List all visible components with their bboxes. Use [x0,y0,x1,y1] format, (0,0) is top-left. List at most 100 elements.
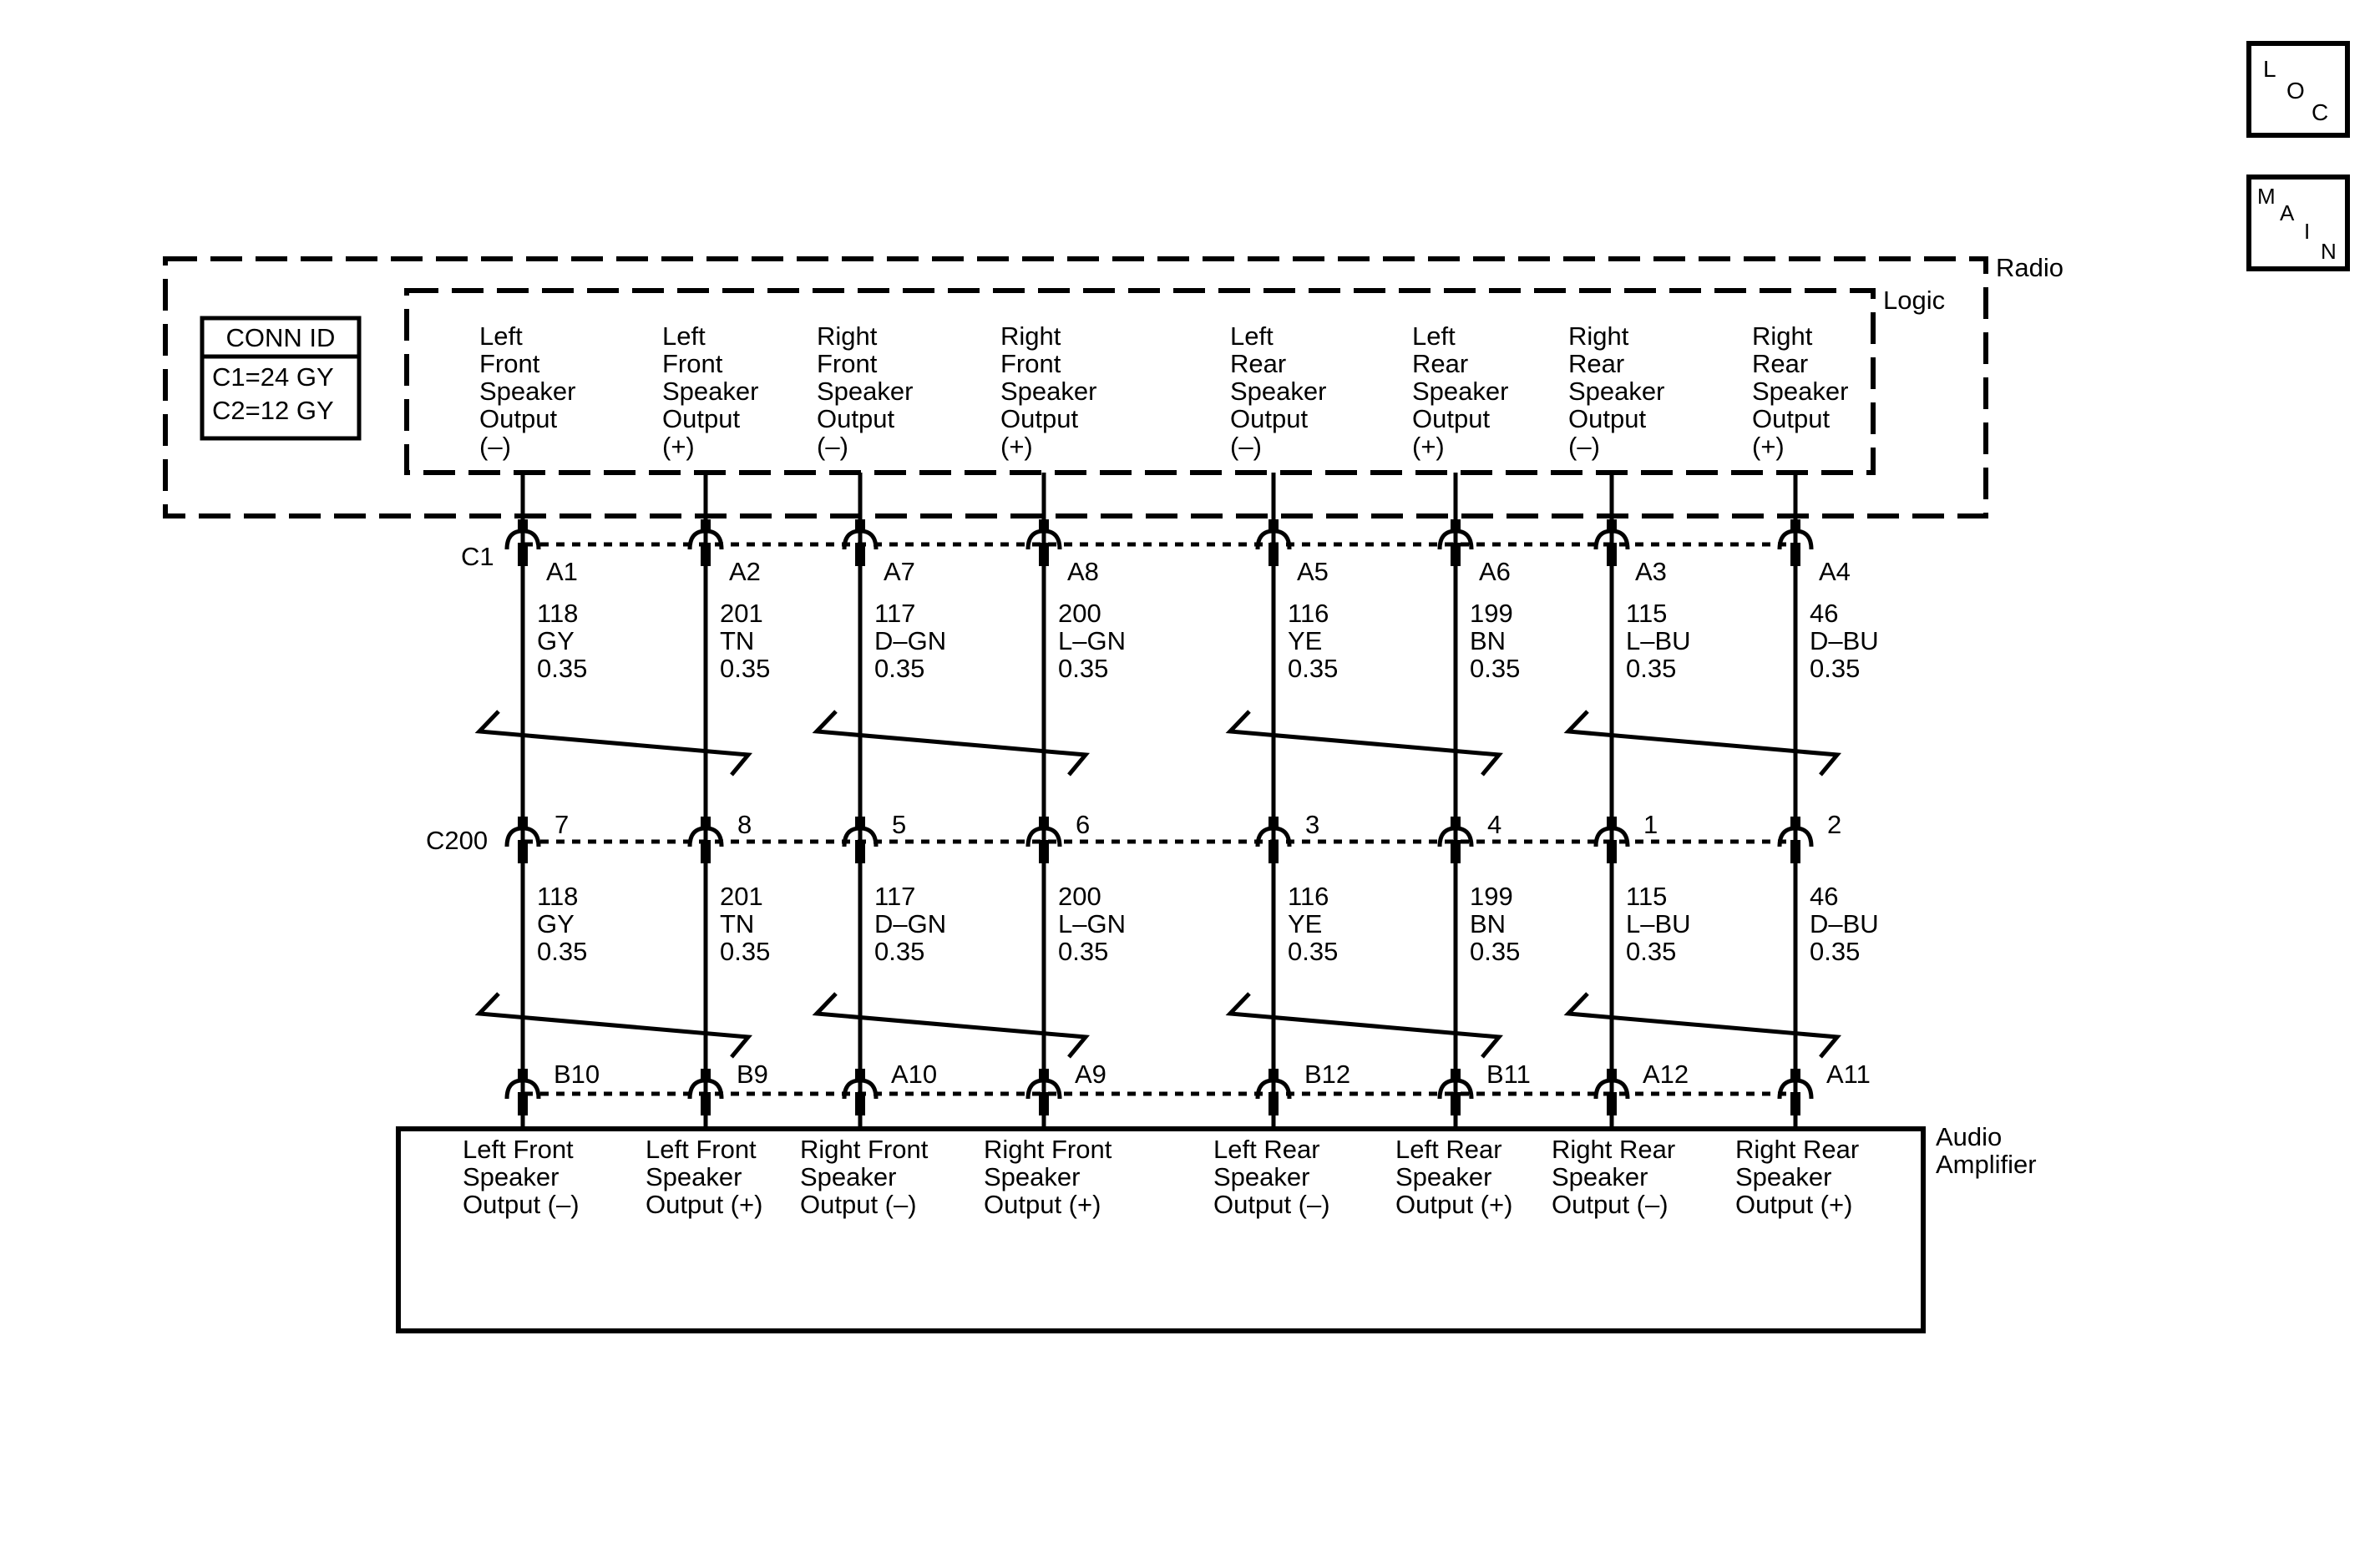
amplifier-output-label-line: Left Front [463,1135,574,1164]
amplifier-output-label-line: Speaker [1395,1162,1491,1191]
loc-letter-o: O [2286,78,2305,104]
loc-icon[interactable]: L O C [2246,41,2350,138]
amplifier-output-label-line: Speaker [1735,1162,1831,1191]
loc-letter-l: L [2263,56,2276,82]
c1-pin-label: A6 [1479,557,1511,586]
main-icon[interactable]: M A I N [2246,175,2350,271]
wire-circuit-number: 200 [1058,882,1101,911]
wire-gauge: 0.35 [1810,937,1860,966]
amplifier-output-label-line: Output (–) [463,1190,580,1219]
c1-pin-label: A5 [1297,557,1329,586]
c1-pin-label: A8 [1067,557,1099,586]
radio-label: Radio [1996,253,2064,282]
amplifier-output-label-line: Speaker [1213,1162,1309,1191]
radio-output-label-line: Right [1000,321,1061,351]
conn-id-line-1: C1=24 GY [212,362,334,392]
conn-id-table: CONN ID C1=24 GY C2=12 GY [200,316,362,441]
c200-connector-name: C200 [426,826,488,855]
radio-output-label-line: Output [1568,404,1646,433]
radio-output-label-line: (–) [1230,432,1262,461]
radio-output-label-line: Speaker [1752,377,1848,406]
wire-circuit-number: 116 [1288,599,1329,628]
wire-circuit-number: 115 [1626,882,1667,911]
radio-output-label-line: Front [1000,349,1061,378]
wire-gauge: 0.35 [537,937,587,966]
logic-boundary [404,288,1876,475]
circuit-118: LeftFrontSpeakerOutput(–)A17B10118GY0.35… [463,321,600,1219]
radio-output-label-line: Front [479,349,540,378]
amplifier-output-label-line: Speaker [800,1162,896,1191]
main-letter-a: A [2280,200,2295,225]
wire-circuit-number: 117 [874,599,915,628]
amplifier-output-label-line: Speaker [463,1162,559,1191]
radio-output-label-line: Rear [1568,349,1624,378]
main-letter-i: I [2304,219,2310,244]
radio-output-label-line: Left [1412,321,1456,351]
circuit-199: LeftRearSpeakerOutput(+)A64B11199BN0.351… [1395,321,1531,1219]
wire-gauge: 0.35 [1288,937,1338,966]
main-letter-m: M [2257,184,2276,209]
radio-output-label-line: Left [1230,321,1274,351]
circuit-200: RightFrontSpeakerOutput(+)A86A9200L–GN0.… [984,321,1126,1219]
wire-gauge: 0.35 [1058,937,1108,966]
radio-output-label-line: Front [817,349,878,378]
wire-color: BN [1470,909,1506,938]
wire-gauge: 0.35 [720,654,770,683]
wire-circuit-number: 117 [874,882,915,911]
twisted-pair-symbol [474,710,752,776]
wire-gauge: 0.35 [1058,654,1108,683]
wire-gauge: 0.35 [1626,937,1676,966]
wire-circuit-number: 46 [1810,599,1838,628]
amplifier-output-label-line: Speaker [984,1162,1080,1191]
radio-output-label-line: Output [817,404,894,433]
amplifier-output-label-line: Left Rear [1213,1135,1320,1164]
twisted-pair-symbol [1225,992,1503,1059]
twisted-pair-symbol [812,992,1090,1059]
c1-pin-label: A7 [884,557,915,586]
loc-letter-c: C [2312,99,2328,125]
amplifier-output-label-line: Right Front [984,1135,1112,1164]
logic-label: Logic [1883,286,1945,315]
conn-id-line-2: C2=12 GY [212,396,334,425]
amplifier-output-label-line: Left Rear [1395,1135,1502,1164]
wire-gauge: 0.35 [1810,654,1860,683]
amplifier-output-label-line: Output (+) [646,1190,762,1219]
wire-color: TN [720,626,754,655]
radio-output-label-line: Output [479,404,557,433]
wire-color: GY [537,909,575,938]
wire-circuit-number: 115 [1626,599,1667,628]
circuit-201: LeftFrontSpeakerOutput(+)A28B9201TN0.352… [646,321,770,1219]
amplifier-output-label-line: Right Rear [1735,1135,1859,1164]
radio-output-label-line: (+) [1000,432,1033,461]
radio-output-label-line: Right [1752,321,1813,351]
wire-circuit-number: 201 [720,882,763,911]
c200-pin-label: 5 [892,810,906,839]
c1-pin-label: A3 [1635,557,1667,586]
amplifier-label-line-2: Amplifier [1936,1150,2037,1179]
wire-color: D–BU [1810,909,1879,938]
c200-pin-label: 2 [1827,810,1841,839]
amplifier-output-label-line: Output (–) [800,1190,917,1219]
twisted-pair-symbol [1563,710,1841,776]
amp-pin-label: A12 [1643,1060,1689,1089]
wire-color: L–GN [1058,626,1126,655]
amplifier-output-label-line: Output (+) [984,1190,1101,1219]
wire-gauge: 0.35 [1470,654,1520,683]
amplifier-output-label-line: Left Front [646,1135,757,1164]
radio-output-label-line: Left [479,321,523,351]
circuits: LeftFrontSpeakerOutput(–)A17B10118GY0.35… [463,321,1879,1219]
radio-output-label-line: Rear [1412,349,1468,378]
wire-color: D–GN [874,626,946,655]
amplifier-output-label-line: Output (+) [1735,1190,1852,1219]
radio-output-label-line: Speaker [817,377,913,406]
amp-pin-label: B11 [1486,1060,1531,1089]
radio-output-label-line: Speaker [1412,377,1508,406]
radio-output-label-line: (+) [1752,432,1785,461]
wire-color: D–BU [1810,626,1879,655]
c200-pin-label: 7 [554,810,569,839]
wire-color: TN [720,909,754,938]
twisted-pair-symbol [1563,992,1841,1059]
amplifier-output-label-line: Output (–) [1213,1190,1330,1219]
radio-output-label-line: Output [662,404,740,433]
amplifier-label-line-1: Audio [1936,1122,2002,1151]
